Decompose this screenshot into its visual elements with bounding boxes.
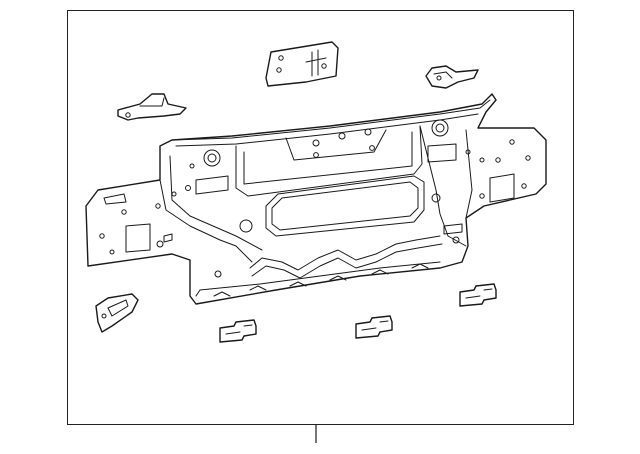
upper-bracket[interactable] (265, 41, 339, 87)
left-gusset[interactable] (117, 93, 187, 121)
clip-left[interactable] (219, 319, 257, 343)
clip-right[interactable] (459, 283, 497, 307)
lower-left-bracket[interactable] (95, 293, 139, 333)
rear-body-panel[interactable] (85, 93, 547, 305)
clip-center[interactable] (355, 315, 393, 339)
right-gusset[interactable] (425, 65, 479, 89)
